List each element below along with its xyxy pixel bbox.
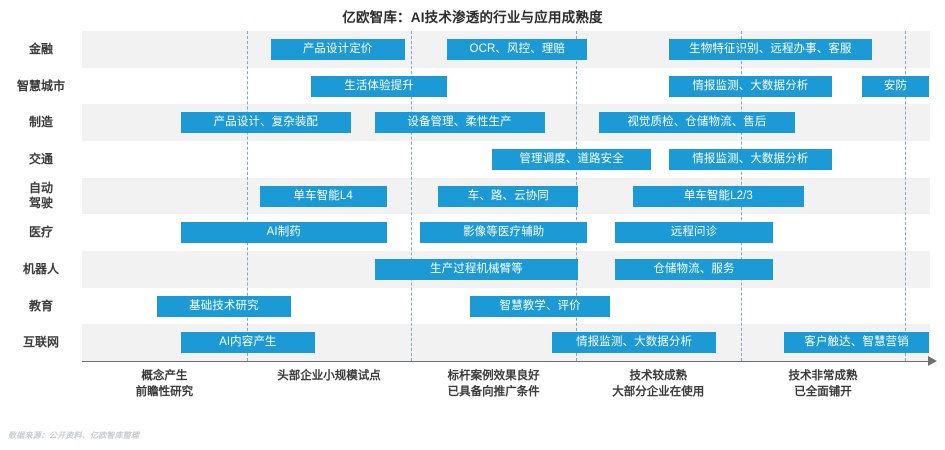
y-axis-label-医疗: 医疗 <box>4 225 78 240</box>
y-axis-label-交通: 交通 <box>4 152 78 167</box>
bar-item[interactable]: 车、路、云协同 <box>438 185 579 207</box>
bar-item[interactable]: 客户触达、智慧营销 <box>783 332 930 354</box>
y-axis-label-教育: 教育 <box>4 299 78 314</box>
y-axis-label-line: 教育 <box>28 298 53 313</box>
x-axis-stage-1: 概念产生前瞻性研究 <box>84 368 244 400</box>
x-axis-label-line: 技术非常成熟 <box>788 370 858 382</box>
x-axis-stage-4: 技术较成熟大部分企业在使用 <box>578 368 738 400</box>
bar-item[interactable]: 情报监测、大数据分析 <box>669 75 832 97</box>
y-axis-label-金融: 金融 <box>4 42 78 57</box>
x-axis-label-line: 标杆案例效果良好 <box>447 370 540 382</box>
bar-item[interactable]: 生产过程机械臂等 <box>374 258 579 280</box>
bar-item[interactable]: 单车智能L4 <box>259 185 387 207</box>
y-axis-label-line: 交通 <box>28 151 53 166</box>
bar-item[interactable]: 产品设计、复杂装配 <box>180 112 351 134</box>
x-axis-line <box>82 361 930 363</box>
y-axis-labels: 金融智慧城市制造交通自动驾驶医疗机器人教育互联网 <box>0 31 78 361</box>
bar-item[interactable]: 仓储物流、服务 <box>615 258 773 280</box>
x-axis-stage-2: 头部企业小规模试点 <box>249 368 409 384</box>
y-axis-label-line: 医疗 <box>28 225 53 240</box>
y-axis-label-自动驾驶: 自动驾驶 <box>4 181 78 211</box>
y-axis-label-line: 自动 <box>28 181 53 195</box>
y-axis-label-line: 互联网 <box>22 335 59 350</box>
gridline <box>246 31 248 361</box>
y-axis-label-制造: 制造 <box>4 115 78 130</box>
y-axis-label-智慧城市: 智慧城市 <box>4 79 78 94</box>
bar-item[interactable]: AI制药 <box>180 222 387 244</box>
y-axis-label-机器人: 机器人 <box>4 262 78 277</box>
y-axis-label-line: 机器人 <box>22 261 59 276</box>
bar-item[interactable]: OCR、风控、理赔 <box>447 38 588 60</box>
gridline <box>411 31 413 361</box>
bar-item[interactable]: 智慧教学、评价 <box>470 295 611 317</box>
bar-item[interactable]: 管理调度、道路安全 <box>492 148 651 170</box>
x-axis-label-line: 技术较成熟 <box>629 370 688 382</box>
gridline <box>905 31 907 361</box>
x-axis-arrow-icon <box>928 356 937 366</box>
bar-item[interactable]: AI内容产生 <box>180 332 315 354</box>
source-note: 数据来源：公开资料、亿欧智库整理 <box>8 431 140 440</box>
x-axis-stage-3: 标杆案例效果良好已具备向推广条件 <box>414 368 574 400</box>
bar-item[interactable]: 视觉质检、仓储物流、售后 <box>599 112 795 134</box>
chart-title: 亿欧智库：AI技术渗透的行业与应用成熟度 <box>342 10 603 25</box>
bar-item[interactable]: 产品设计定价 <box>270 38 405 60</box>
y-axis-label-line: 驾驶 <box>28 196 53 210</box>
x-axis-label-line: 大部分企业在使用 <box>612 386 705 398</box>
x-axis-label-line: 头部企业小规模试点 <box>277 370 381 382</box>
bar-item[interactable]: 设备管理、柔性生产 <box>374 112 545 134</box>
bar-item[interactable]: 情报监测、大数据分析 <box>669 148 832 170</box>
x-axis-label-line: 已全面铺开 <box>794 386 852 398</box>
y-axis-label-line: 智慧城市 <box>16 78 65 93</box>
bar-item[interactable]: 单车智能L2/3 <box>632 185 804 207</box>
bar-item[interactable]: 情报监测、大数据分析 <box>552 332 717 354</box>
bar-item[interactable]: 影像等医疗辅助 <box>420 222 588 244</box>
x-axis-label-line: 前瞻性研究 <box>135 386 194 398</box>
bar-item[interactable]: 生活体验提升 <box>310 75 448 97</box>
bar-item[interactable]: 生物特征识别、远程办事、客服 <box>669 38 872 60</box>
x-axis-label-line: 概念产生 <box>141 370 188 382</box>
bar-item[interactable]: 基础技术研究 <box>157 295 291 317</box>
y-axis-label-互联网: 互联网 <box>4 335 78 350</box>
bar-item[interactable]: 安防 <box>861 75 930 97</box>
x-axis-label-line: 已具备向推广条件 <box>447 386 540 398</box>
x-axis-stage-5: 技术非常成熟已全面铺开 <box>743 368 903 400</box>
bar-item[interactable]: 远程问诊 <box>615 222 773 244</box>
y-axis-label-line: 金融 <box>28 41 53 56</box>
y-axis-label-line: 制造 <box>28 115 53 130</box>
x-axis-stage-labels: 概念产生前瞻性研究头部企业小规模试点标杆案例效果良好已具备向推广条件技术较成熟大… <box>82 368 930 414</box>
